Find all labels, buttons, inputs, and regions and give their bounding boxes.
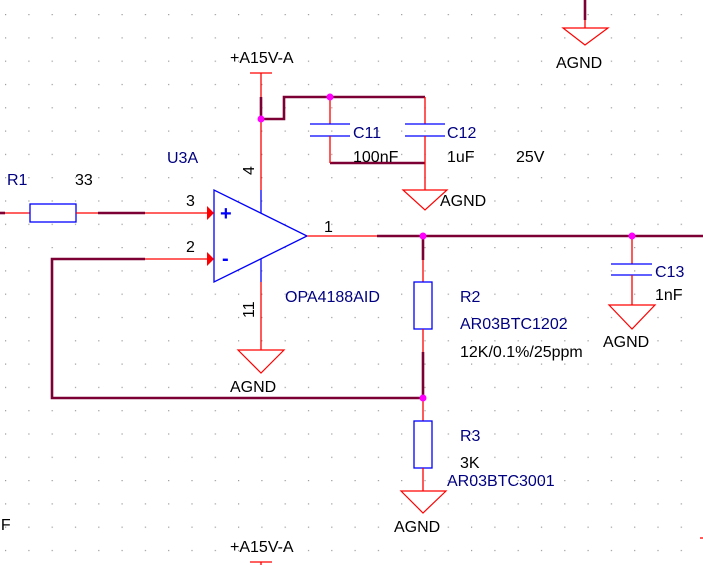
agnd-label: AGND	[394, 519, 440, 536]
minus-sign: -	[222, 248, 229, 270]
agnd-top-right[interactable]: AGND	[556, 0, 610, 72]
power-label: +A15V-A	[230, 50, 294, 67]
plus-sign: +	[220, 203, 232, 225]
agnd-label: AGND	[556, 55, 602, 72]
u3a-part: OPA4188AID	[285, 289, 380, 306]
junction-dot	[419, 232, 427, 240]
junction-dot	[628, 232, 636, 240]
pin-3-label: 3	[186, 193, 195, 210]
pin-11-label: 11	[241, 301, 258, 318]
c11-ref: C11	[353, 125, 381, 142]
agnd-label: AGND	[603, 334, 649, 351]
c11-value: 100nF	[353, 149, 399, 166]
resistor-r2[interactable]	[413, 236, 433, 398]
capacitor-c13[interactable]	[607, 236, 657, 330]
r3-ref: R3	[460, 428, 481, 445]
r1-ref: R1	[7, 172, 28, 189]
r3-part: AR03BTC3001	[447, 473, 555, 490]
junction-dot	[257, 115, 265, 123]
r3-value: 3K	[460, 455, 480, 472]
r2-ref: R2	[460, 289, 481, 306]
pin-2-label: 2	[186, 239, 195, 256]
c13-ref: C13	[655, 264, 684, 281]
r1-value: 33	[75, 172, 93, 189]
junctions	[257, 93, 636, 402]
junction-dot	[419, 394, 427, 402]
agnd-label: AGND	[440, 193, 486, 210]
power-label: +A15V-A	[230, 539, 294, 556]
r2-part: AR03BTC1202	[460, 316, 568, 333]
feedback-net[interactable]	[50, 252, 423, 400]
resistor-r1[interactable]	[0, 203, 214, 223]
u3a-ref: U3A	[167, 150, 198, 167]
agnd-label: AGND	[230, 379, 276, 396]
power-bottom[interactable]: +A15V-A	[230, 539, 294, 565]
pin-4-label: 4	[241, 166, 258, 175]
power-top[interactable]: +A15V-A	[230, 50, 294, 213]
c12-voltage: 25V	[516, 149, 545, 166]
agnd-opamp[interactable]	[236, 259, 286, 374]
c12-ref: C12	[447, 125, 476, 142]
r2-value: 12K/0.1%/25ppm	[460, 344, 583, 361]
pin-1-label: 1	[324, 219, 333, 236]
capacitor-c12[interactable]	[401, 97, 449, 211]
edge-label: nF	[0, 517, 11, 534]
capacitor-c11[interactable]	[310, 97, 350, 163]
junction-dot	[326, 93, 334, 101]
c12-value: 1uF	[447, 149, 475, 166]
resistor-r3[interactable]	[399, 398, 448, 514]
c13-value: 1nF	[655, 287, 683, 304]
